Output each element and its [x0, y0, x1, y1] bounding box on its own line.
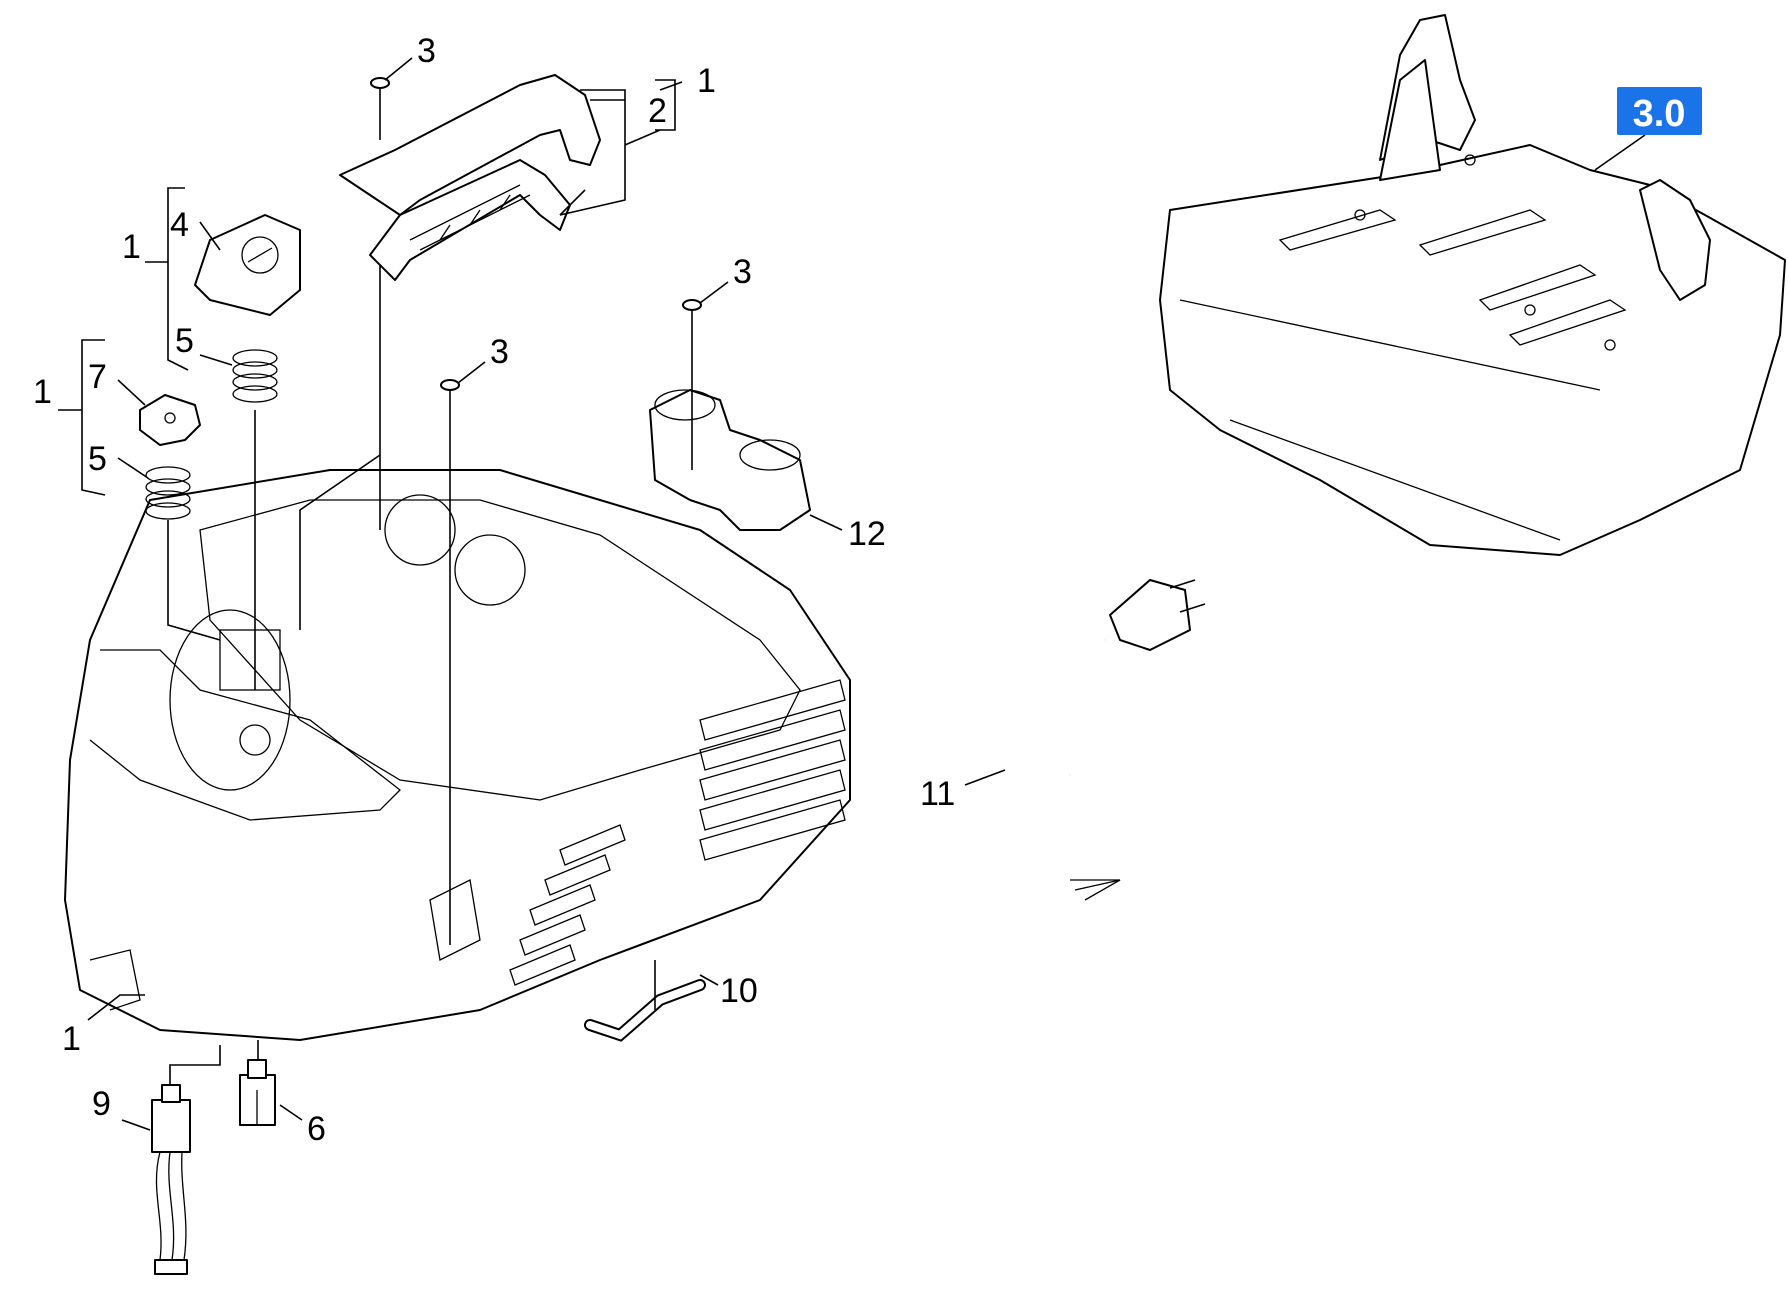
callout-1-bottom: 1: [62, 1020, 81, 1058]
callout-5-upper: 5: [175, 322, 194, 360]
callout-labels: 3 1 2 1 4 5 1 7 5 3 3 12 11 10 1 9 6: [33, 32, 955, 1148]
power-cord-part: [993, 579, 1221, 901]
callout-10: 10: [720, 972, 758, 1010]
connector-part: [239, 1059, 276, 1126]
callout-9: 9: [92, 1085, 111, 1123]
callout-1-top: 1: [697, 62, 716, 100]
callout-2-top: 2: [648, 92, 667, 130]
cap-part: [194, 214, 301, 316]
callout-1-cap: 1: [122, 228, 141, 266]
callout-11: 11: [920, 775, 955, 813]
callout-3-holder: 3: [733, 253, 752, 291]
callout-5-lower: 5: [88, 440, 107, 478]
handle-part: [339, 74, 601, 281]
tube-part: [584, 979, 706, 1042]
section-reference-badge[interactable]: 3.0: [1617, 87, 1702, 135]
callout-7: 7: [88, 358, 107, 396]
callout-6: 6: [307, 1110, 326, 1148]
spring-lower: [145, 466, 191, 520]
hose-holder-part: [649, 389, 811, 531]
callout-3-handle: 3: [417, 32, 436, 70]
valve-knob-part: [139, 394, 201, 446]
callout-3-mid: 3: [490, 333, 509, 371]
screw-handle: [370, 77, 390, 140]
reference-base-part: [1159, 14, 1786, 556]
screw-holder: [682, 299, 702, 360]
wire-harness-part: [151, 1084, 191, 1275]
main-housing: [64, 469, 851, 1041]
screw-middle: [440, 379, 460, 440]
badge-label: 3.0: [1633, 93, 1686, 135]
callout-12: 12: [848, 515, 886, 553]
spring-upper: [232, 349, 278, 403]
callout-4: 4: [170, 206, 189, 244]
leader-lines: [58, 57, 1646, 1131]
callout-1-valve: 1: [33, 373, 52, 411]
